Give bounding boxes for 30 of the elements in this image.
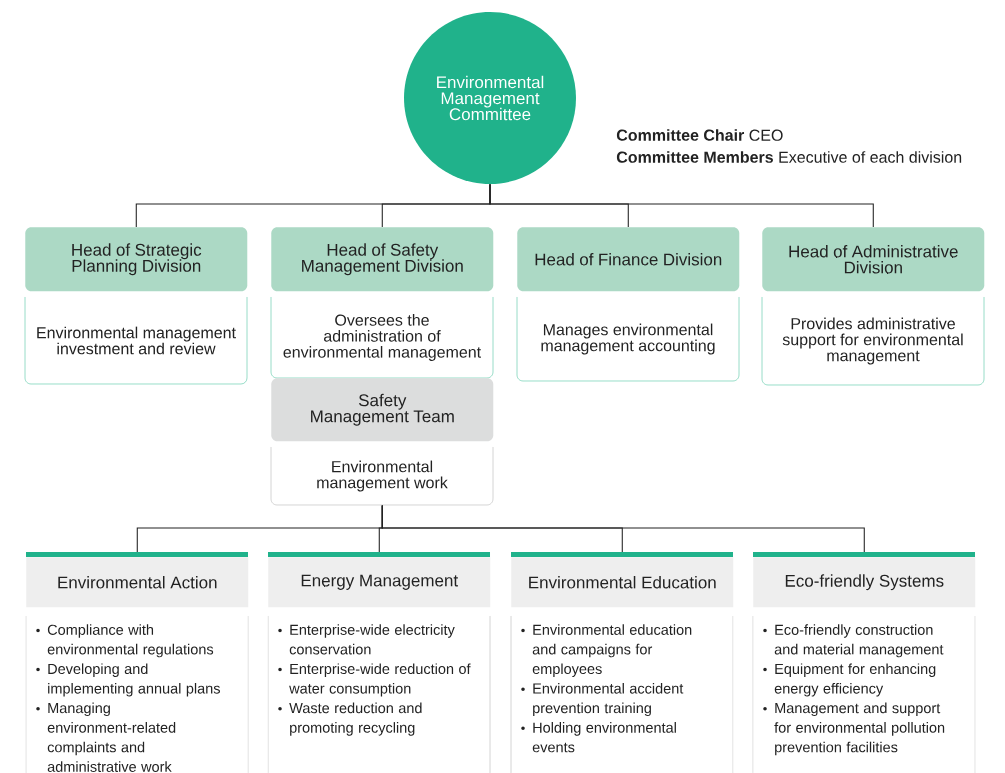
bullet-item: Environmental education and campaigns for employees — [521, 624, 692, 677]
category-header: Environmental Education — [511, 552, 734, 608]
team-box: Safety Management Team — [271, 378, 494, 442]
bullet-item: Holding environmental events — [521, 722, 676, 753]
heading-box: Head of Finance Division — [517, 227, 740, 292]
category-header: Environmental Action — [26, 552, 249, 608]
bullet-item: Compliance with environmental regulations — [36, 624, 214, 658]
description-box: Provides administrative support for environmental management — [761, 296, 985, 386]
heading-box: Head of Safety Management Division — [271, 227, 494, 292]
info-text: Committee Members Executive of each division — [616, 151, 962, 163]
bullet-item: Management and support for environmental pollution prevention facilities — [763, 702, 945, 756]
category-header: Eco-friendly Systems — [753, 552, 976, 608]
heading-box: Head of Strategic Planning Division — [25, 227, 248, 292]
category-header: Energy Management — [268, 552, 491, 608]
description-box: Environmental management work — [270, 446, 494, 506]
connector-line — [489, 183, 874, 228]
heading-box: Head of Administrative Division — [762, 227, 985, 292]
description-box: Manages environmental management accounting — [516, 296, 740, 382]
bullet-item: Environmental accident prevention training — [521, 682, 684, 717]
description-box: Oversees the administration of environmental management — [270, 296, 494, 379]
bullet-item: Eco-friendly construction and material management — [763, 624, 944, 658]
bullet-item: Waste reduction and promoting recycling — [278, 702, 422, 736]
bullet-item: Enterprise-wide reduction of water consumption — [278, 663, 471, 697]
bullet-item: Managing environment-related complaints and administrative work — [36, 702, 176, 772]
info-text: Committee Chair CEO — [616, 129, 783, 141]
bullet-item: Enterprise-wide electricity conservation — [278, 624, 455, 655]
bullet-item: Developing and implementing annual plans — [36, 663, 220, 697]
description-box: Environmental management investment and review — [24, 296, 248, 385]
connector-line — [381, 505, 865, 553]
bullet-item: Equipment for enhancing energy efficiency — [763, 663, 936, 697]
